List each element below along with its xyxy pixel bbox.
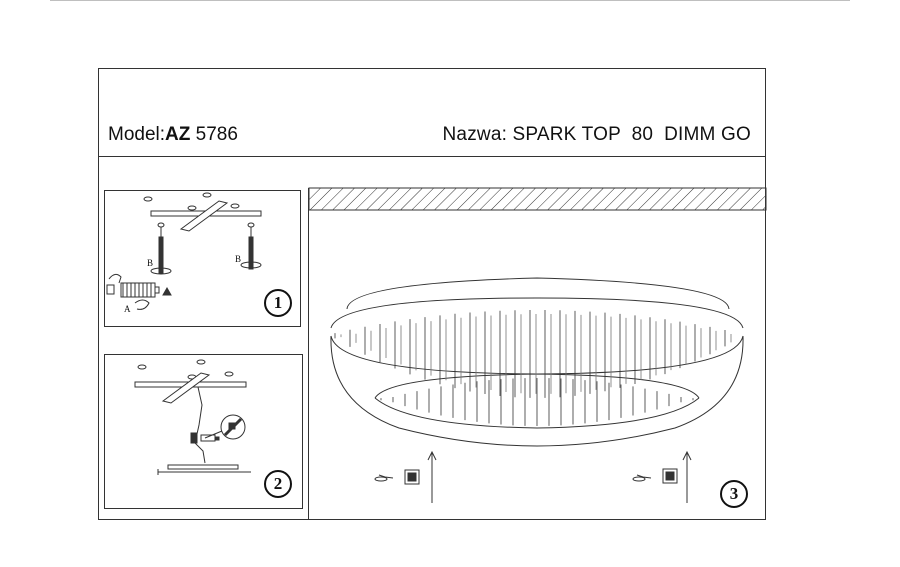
arrow-up-icon: [682, 450, 692, 503]
warning-icon: [162, 286, 172, 296]
label-b-right: B: [235, 254, 242, 264]
lamp-canopy: [346, 277, 730, 310]
ring-outer-edge: [330, 335, 744, 375]
model-label: Model:AZ 5786: [108, 124, 238, 146]
step-2-number: 2: [264, 470, 292, 498]
wall-plug-icon: [106, 282, 160, 298]
step-3-panel: 3: [308, 187, 767, 519]
power-cable: [194, 386, 206, 464]
arrow-up-icon: [427, 450, 437, 503]
sheet-header: Model:AZ 5786 Nazwa: SPARK TOP 80 DIMM G…: [99, 69, 765, 157]
connector-icon: [662, 468, 678, 484]
cross-bar: [179, 200, 229, 232]
lamp-base-plate: [167, 464, 239, 470]
connector-icon: [190, 432, 220, 444]
screw-icon: [632, 474, 652, 482]
step-3-number: 3: [720, 480, 748, 508]
label-a: A: [124, 304, 131, 314]
step-2-panel: 2: [104, 354, 303, 509]
model-brand: AZ: [165, 124, 191, 145]
label-b-left: B: [147, 258, 154, 268]
connector-detail-icon: [204, 414, 246, 440]
suspension-rod-right: [240, 222, 262, 270]
ceiling-hatch: [308, 187, 767, 211]
screw-icon: [137, 359, 234, 380]
screw-icon: [143, 192, 240, 211]
page-top-rule: [50, 0, 850, 1]
product-name: Nazwa: SPARK TOP 80 DIMM GO: [442, 124, 751, 145]
ring-bottom-edge: [330, 335, 744, 447]
model-number: 5786: [195, 124, 238, 145]
step-1-panel: B B A 1: [104, 190, 301, 327]
instruction-sheet: Model:AZ 5786 Nazwa: SPARK TOP 80 DIMM G…: [98, 68, 767, 520]
connector-icon: [404, 469, 420, 485]
step-3-drawing: [308, 187, 767, 503]
step-1-drawing: [106, 192, 262, 310]
inner-ring-bottom: [374, 397, 700, 429]
crystal-prisms-inner: [380, 378, 694, 426]
cross-bar: [161, 372, 211, 404]
suspension-rod-left: [150, 222, 172, 275]
step-1-number: 1: [264, 289, 292, 317]
screw-icon: [374, 474, 394, 482]
model-prefix: Model:: [108, 124, 166, 145]
step-2-drawing: [134, 359, 251, 475]
ring-top-edge: [330, 297, 744, 329]
crystal-prisms-outer: [334, 310, 732, 398]
hand-icon: [108, 273, 150, 310]
ring-inner-edge: [374, 373, 700, 399]
